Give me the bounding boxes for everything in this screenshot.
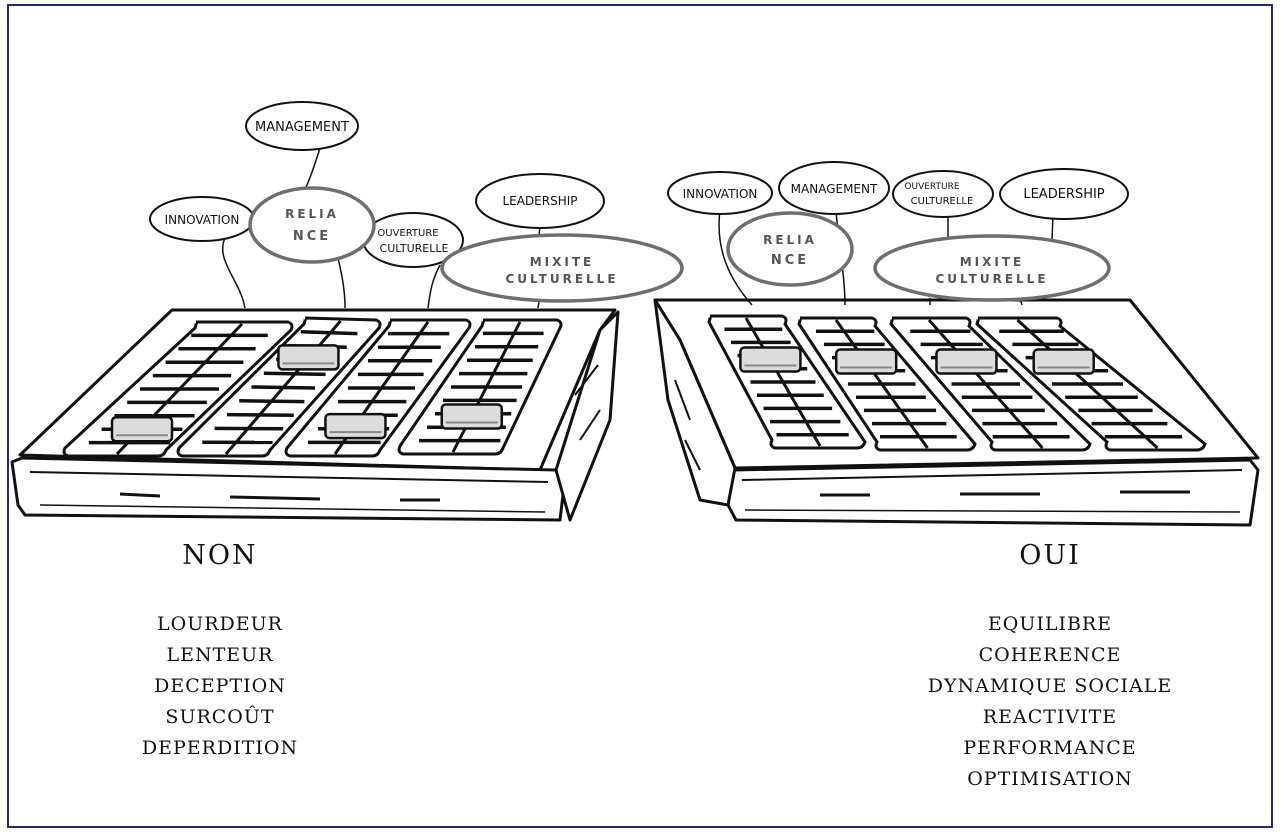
bubble-leadership-right-label: LEADERSHIP — [1023, 187, 1104, 202]
left-fader-knob — [325, 414, 385, 438]
bubble-reliance-left — [250, 188, 374, 262]
bubble-ouverture-left-line1: OUVERTURE — [377, 228, 438, 239]
right-fader-knob — [1034, 350, 1094, 374]
bubble-management-right-label: MANAGEMENT — [791, 182, 878, 196]
bubble-reliance-left-line1: RELIA — [285, 207, 339, 221]
left-fader-tick — [252, 387, 316, 388]
bubble-leadership-left-label: LEADERSHIP — [502, 194, 577, 208]
verdict-non: NON — [150, 540, 290, 571]
right-bubbles: INNOVATION MANAGEMENT OUVERTURE CULTUREL… — [668, 162, 1128, 300]
bubble-mixite-left-line1: MIXITE — [530, 255, 595, 269]
non-item: DEPERDITION — [120, 733, 320, 764]
bubble-reliance-right-line2: NCE — [771, 253, 809, 268]
oui-benefits-list: EQUILIBRE COHERENCE DYNAMIQUE SOCIALE RE… — [900, 609, 1200, 795]
left-fader-tick — [264, 373, 326, 374]
right-fader-knob — [740, 348, 800, 372]
bubble-innovation-right-label: INNOVATION — [683, 187, 758, 201]
left-fader-knob — [278, 345, 338, 369]
oui-item: REACTIVITE — [900, 702, 1200, 733]
bubble-innovation-left-label: INNOVATION — [165, 213, 240, 227]
oui-item: PERFORMANCE — [900, 733, 1200, 764]
bubble-reliance-left-line2: NCE — [293, 229, 331, 244]
bubble-ouverture-right-line2: CULTURELLE — [911, 196, 974, 207]
bubble-ouverture-right-line1: OUVERTURE — [904, 182, 959, 192]
verdict-oui: OUI — [980, 540, 1120, 571]
bubble-reliance-right-line1: RELIA — [763, 233, 817, 247]
oui-item: DYNAMIQUE SOCIALE — [900, 671, 1200, 702]
left-fader-knob — [112, 417, 172, 441]
non-item: LOURDEUR — [120, 609, 320, 640]
left-fader-tick — [239, 401, 304, 402]
non-item: LENTEUR — [120, 640, 320, 671]
bubble-mixite-left-line2: CULTURELLE — [505, 272, 618, 286]
left-fader-tick — [301, 332, 358, 334]
oui-item: EQUILIBRE — [900, 609, 1200, 640]
right-fader-knob — [936, 350, 996, 374]
non-item: SURCOÛT — [120, 702, 320, 733]
bubble-reliance-right — [728, 213, 852, 285]
oui-item: COHERENCE — [900, 640, 1200, 671]
right-fader-knob — [836, 350, 896, 374]
left-fader-slots — [64, 318, 561, 456]
bubble-ouverture-left-line2: CULTURELLE — [380, 242, 449, 255]
oui-item: OPTIMISATION — [900, 764, 1200, 795]
bubble-mixite-right-line1: MIXITE — [960, 255, 1025, 269]
left-fader-tick — [227, 415, 294, 416]
non-consequences-list: LOURDEUR LENTEUR DECEPTION SURCOÛT DEPER… — [120, 609, 320, 764]
bubble-management-left-label: MANAGEMENT — [255, 120, 349, 135]
non-item: DECEPTION — [120, 671, 320, 702]
bubble-mixite-right-line2: CULTURELLE — [935, 272, 1048, 286]
bubble-ouverture-right — [893, 171, 993, 217]
left-fader-knob — [442, 404, 502, 428]
